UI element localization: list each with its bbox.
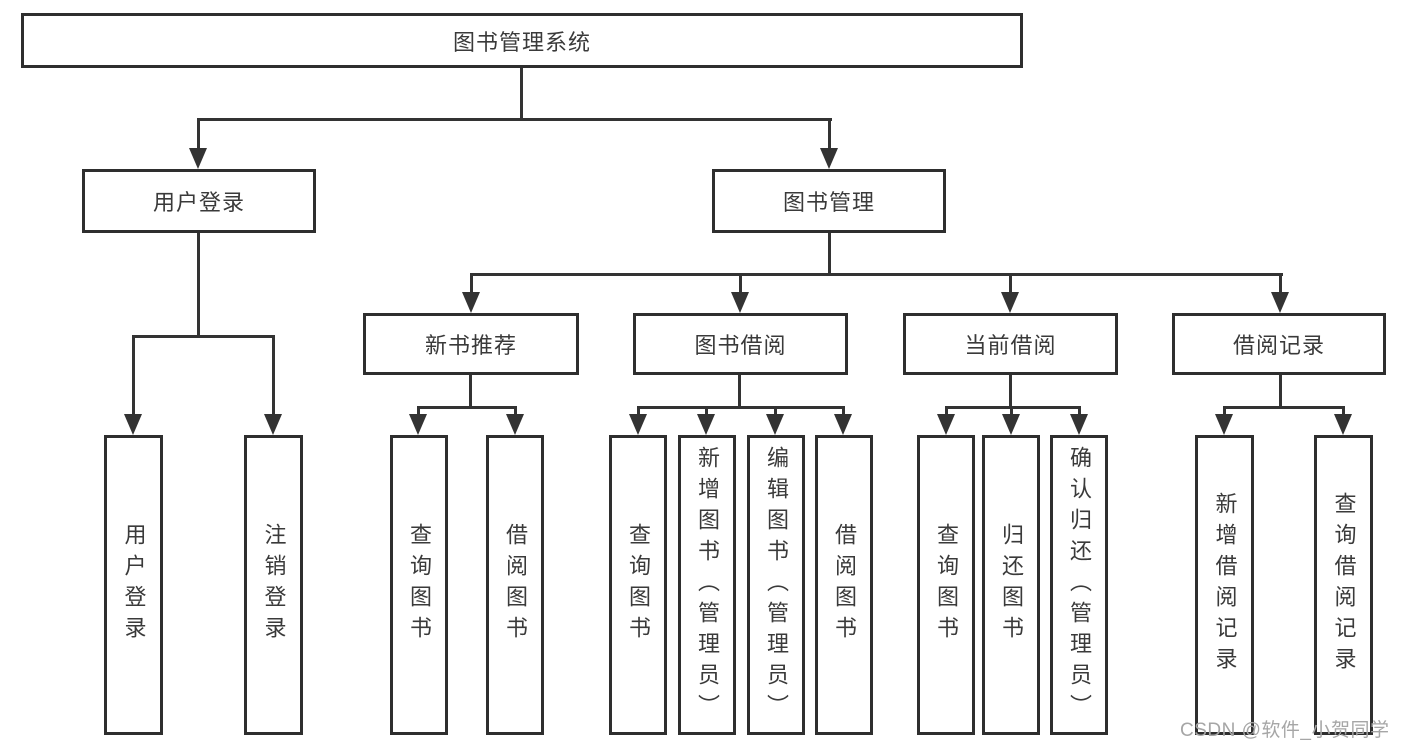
leaf-return-book-label: 归还图书 [999,523,1024,647]
node-root-system: 图书管理系统 [21,13,1023,68]
leaf-user-login: 用户登录 [104,435,163,735]
leaf-confirm-return-admin: 确认归还（管理员） [1050,435,1108,735]
connector-records-stem [1279,375,1282,406]
arrowhead-g2-c2 [1070,414,1088,435]
connector-newbook-stem [469,375,472,406]
node-current-borrowing-label: 当前借阅 [964,333,1057,358]
leaf-query-borrow-record-label: 查询借阅记录 [1331,492,1357,678]
csdn-watermark: CSDN @软件_小贺同学 [1180,720,1390,741]
node-book-management: 图书管理 [712,169,946,233]
leaf-query-books-2: 查询图书 [609,435,667,735]
leaf-logout: 注销登录 [244,435,303,735]
leaf-borrow-books-2-label: 借阅图书 [832,523,857,647]
leaf-query-books-2-label: 查询图书 [626,523,651,647]
arrowhead-g0-c1 [506,414,524,435]
connector-bookmgmt-stem [828,233,831,273]
connector-records-crossbar [1223,406,1345,409]
connector-drop-g3-c1 [1342,406,1345,418]
connector-bookmgmt-crossbar [470,273,1283,276]
arrowhead-book-mgmt [820,148,838,169]
leaf-query-books-1-label: 查询图书 [407,523,432,647]
arrowhead-g1-c3 [834,414,852,435]
connector-drop-g1-c0 [637,406,640,418]
connector-drop-g0-c1 [514,406,517,418]
arrowhead-leaf-login [124,414,142,435]
connector-drop-currentborrow [1009,273,1012,297]
leaf-query-books-1: 查询图书 [390,435,448,735]
connector-drop-g2-c2 [1078,406,1081,418]
leaf-add-borrow-record: 新增借阅记录 [1195,435,1254,735]
arrowhead-user-login [189,148,207,169]
connector-drop-g1-c3 [842,406,845,418]
arrowhead-g1-c2 [766,414,784,435]
arrowhead-records [1271,292,1289,313]
node-root-label: 图书管理系统 [452,29,591,55]
connector-drop-g2-c0 [945,406,948,418]
leaf-return-book: 归还图书 [982,435,1040,735]
connector-drop-borrowmod [739,273,742,297]
arrowhead-g2-c1 [1002,414,1020,435]
node-new-book-recommend: 新书推荐 [363,313,579,375]
connector-drop-leaf-logout [272,335,275,417]
leaf-add-book-admin: 新增图书（管理员） [678,435,736,735]
leaf-query-books-3: 查询图书 [917,435,975,735]
leaf-edit-book-admin: 编辑图书（管理员） [747,435,805,735]
node-user-login: 用户登录 [82,169,316,233]
leaf-confirm-return-admin-label: 确认归还（管理员） [1067,445,1092,725]
arrowhead-g0-c0 [409,414,427,435]
leaf-borrow-books-2: 借阅图书 [815,435,873,735]
connector-drop-g2-c1 [1010,406,1013,418]
connector-currentborrow-stem [1009,375,1012,406]
leaf-borrow-books-1: 借阅图书 [486,435,544,735]
arrowhead-borrowmod [731,292,749,313]
node-user-login-label: 用户登录 [152,190,245,215]
connector-root-crossbar [197,118,832,121]
arrowhead-leaf-logout [264,414,282,435]
node-new-book-recommend-label: 新书推荐 [424,333,517,358]
arrowhead-g3-c0 [1215,414,1233,435]
arrowhead-g3-c1 [1334,414,1352,435]
connector-newbook-crossbar [417,406,517,409]
connector-drop-leaf-login [132,335,135,417]
connector-userlogin-stem [197,233,200,335]
arrowhead-g1-c1 [697,414,715,435]
leaf-logout-label: 注销登录 [261,523,287,647]
connector-userlogin-crossbar [132,335,275,338]
arrowhead-g2-c0 [937,414,955,435]
arrowhead-g1-c0 [629,414,647,435]
leaf-query-books-3-label: 查询图书 [934,523,959,647]
connector-drop-g1-c2 [774,406,777,418]
leaf-edit-book-admin-label: 编辑图书（管理员） [764,445,789,725]
connector-drop-g0-c0 [417,406,420,418]
connector-bookborrow-crossbar [637,406,845,409]
node-borrowing-records: 借阅记录 [1172,313,1386,375]
connector-bookborrow-stem [738,375,741,406]
node-current-borrowing: 当前借阅 [903,313,1118,375]
node-book-borrowing-label: 图书借阅 [694,333,787,358]
node-borrowing-records-label: 借阅记录 [1232,333,1325,358]
connector-drop-g1-c1 [705,406,708,418]
node-book-borrowing: 图书借阅 [633,313,848,375]
leaf-query-borrow-record: 查询借阅记录 [1314,435,1373,735]
leaf-add-borrow-record-label: 新增借阅记录 [1212,492,1238,678]
connector-drop-g3-c0 [1223,406,1226,418]
connector-root-stem [520,68,523,120]
arrowhead-currentborrow [1001,292,1019,313]
leaf-borrow-books-1-label: 借阅图书 [503,523,528,647]
connector-drop-records [1279,273,1282,297]
node-book-management-label: 图书管理 [782,190,875,215]
connector-drop-user-login [197,118,200,152]
arrowhead-newbook [462,292,480,313]
leaf-add-book-admin-label: 新增图书（管理员） [695,445,720,725]
leaf-user-login-label: 用户登录 [121,523,147,647]
connector-drop-book-mgmt [828,118,831,152]
connector-drop-newbook [470,273,473,297]
